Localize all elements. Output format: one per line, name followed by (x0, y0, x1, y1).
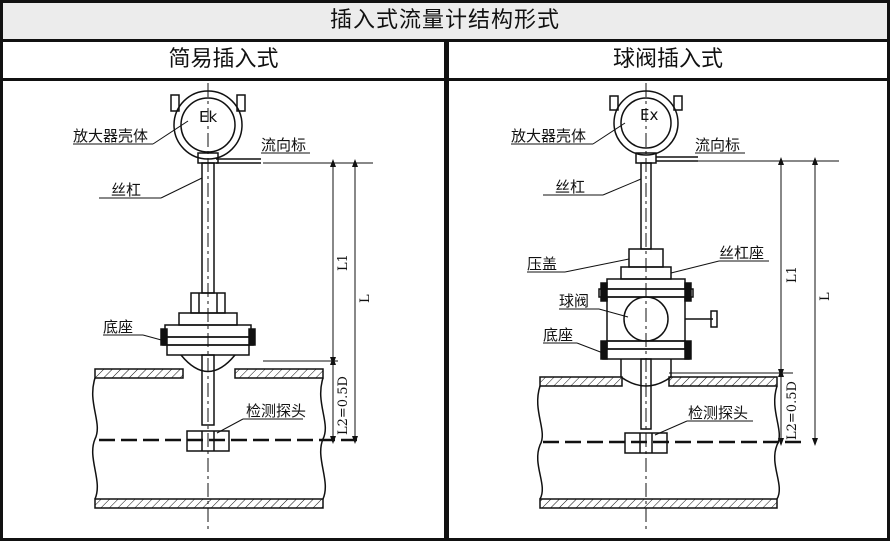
right-ex-mark: Ex (640, 106, 658, 124)
right-label-gland: 压盖 (527, 255, 557, 273)
left-label-probe: 检测探头 (246, 402, 306, 420)
left-label-base: 底座 (103, 318, 133, 336)
left-leaders (73, 120, 310, 434)
right-dim-l2: L2=0.5D (785, 381, 800, 440)
left-ex-mark: Ek (199, 108, 217, 126)
left-dimensions (263, 159, 373, 444)
left-dim-l2: L2=0.5D (336, 376, 351, 435)
right-label-ball-valve: 球阀 (559, 292, 589, 310)
right-label-flow-mark: 流向标 (695, 136, 740, 154)
right-dim-l: L (818, 292, 833, 301)
right-label-base: 底座 (543, 326, 573, 344)
right-panel-heading: 球阀插入式 (449, 42, 887, 81)
left-label-amp-housing: 放大器壳体 (73, 127, 148, 145)
right-diagram (511, 83, 839, 529)
page-title: 插入式流量计结构形式 (3, 3, 887, 42)
left-probe (186, 430, 230, 452)
right-label-amp-housing: 放大器壳体 (511, 127, 586, 145)
left-label-lead-screw: 丝杠 (111, 181, 141, 199)
right-label-lead-screw: 丝杠 (555, 178, 585, 196)
right-base (600, 340, 692, 387)
left-dim-l1: L1 (336, 254, 351, 271)
left-labels: Ek 放大器壳体 流向标 丝杠 底座 检测探头 L1 L L2=0.5D (73, 108, 373, 435)
right-ball-valve (606, 296, 718, 342)
left-diagram (73, 83, 373, 529)
panel-divider (444, 42, 449, 541)
left-pipe (91, 368, 327, 509)
right-probe (624, 432, 668, 454)
left-amp-housing (170, 90, 246, 164)
left-dim-l: L (358, 294, 373, 303)
right-dimensions (669, 157, 839, 446)
right-labels: Ex 放大器壳体 流向标 丝杠 压盖 丝杠座 球阀 底座 检测探头 L1 L L… (511, 106, 833, 440)
right-pipe (536, 376, 781, 509)
right-label-probe: 检测探头 (688, 404, 748, 422)
left-panel-heading: 简易插入式 (3, 42, 444, 81)
right-amp-housing (609, 90, 683, 164)
right-dim-l1: L1 (785, 266, 800, 283)
right-label-screw-seat: 丝杠座 (719, 244, 764, 262)
structure-drawing: Ek 放大器壳体 流向标 丝杠 底座 检测探头 L1 L L2=0.5D (73, 83, 839, 529)
right-leaders (511, 122, 769, 436)
left-label-flow-mark: 流向标 (261, 136, 306, 154)
